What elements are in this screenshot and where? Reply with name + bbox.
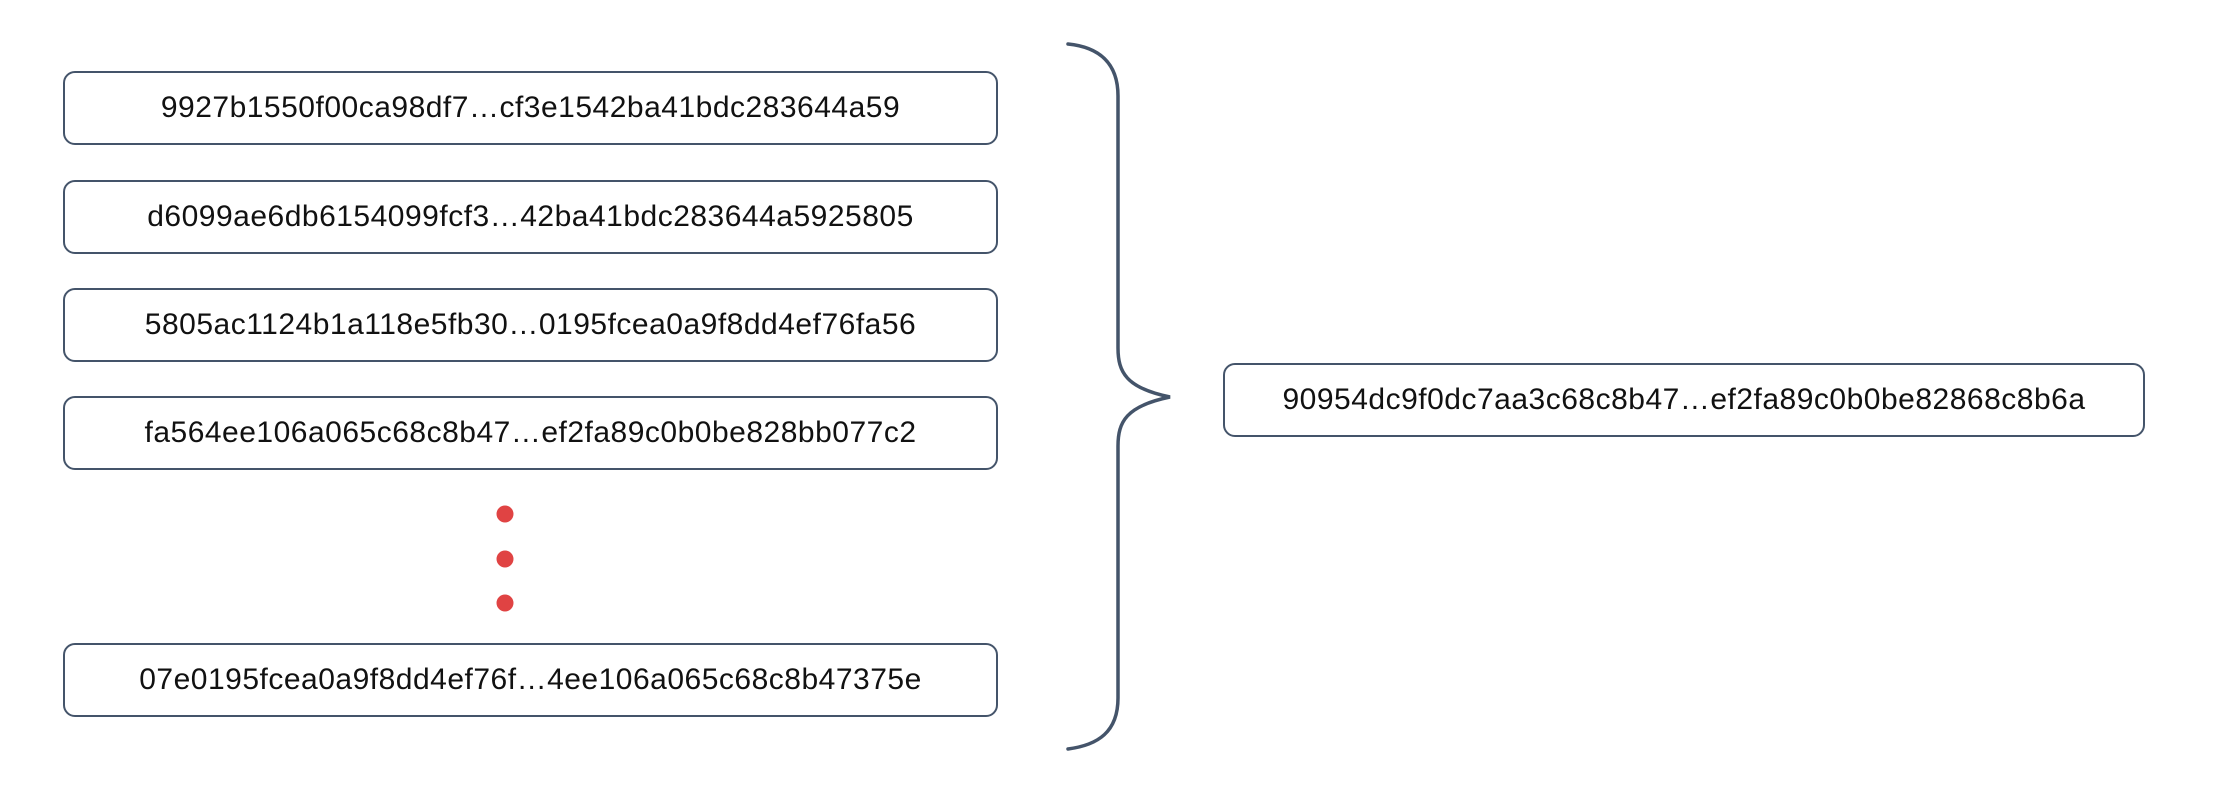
input-hash-box: 5805ac1124b1a118e5fb30…0195fcea0a9f8dd4e… [63,288,998,362]
output-hash-box: 90954dc9f0dc7aa3c68c8b47…ef2fa89c0b0be82… [1223,363,2145,437]
input-hash-box: 9927b1550f00ca98df7…cf3e1542ba41bdc28364… [63,71,998,145]
ellipsis-dot [496,550,514,568]
ellipsis-dot [496,505,514,523]
ellipsis-dot [496,594,514,612]
input-hash-box: fa564ee106a065c68c8b47…ef2fa89c0b0be828b… [63,396,998,470]
input-hash-box: d6099ae6db6154099fcf3…42ba41bdc283644a59… [63,180,998,254]
curly-brace [1066,42,1171,751]
input-hash-box: 07e0195fcea0a9f8dd4ef76f…4ee106a065c68c8… [63,643,998,717]
